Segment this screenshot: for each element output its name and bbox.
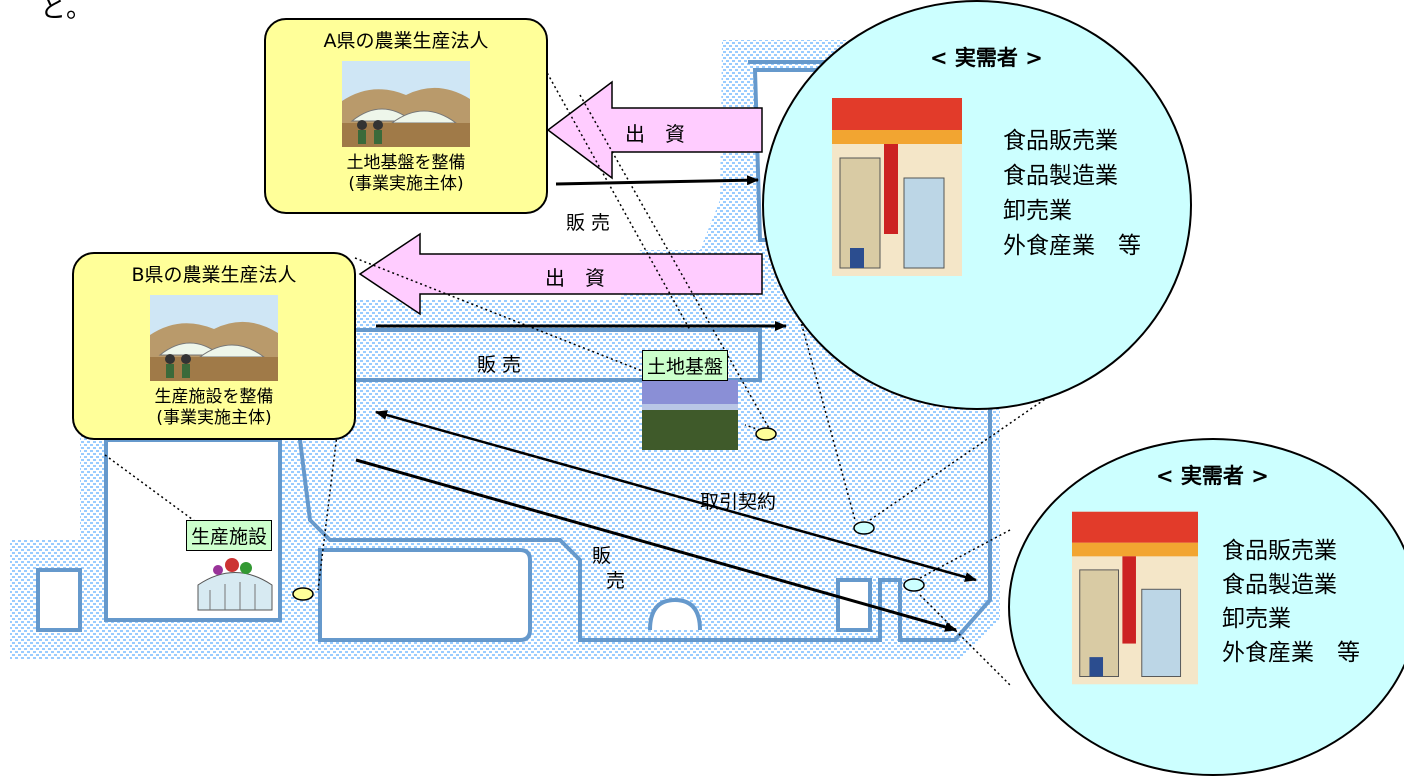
greenhouse-picture bbox=[197, 558, 273, 611]
sales-label-a: 販 売 bbox=[566, 212, 611, 234]
location-marker bbox=[903, 578, 925, 592]
contract-label: 取引契約 bbox=[700, 491, 777, 513]
investment-arrow-a bbox=[546, 80, 763, 180]
farm-illustration bbox=[150, 295, 278, 381]
buyer-top-industry-2: 食品製造業 bbox=[1003, 163, 1118, 189]
buyer-top-title: < 実需者 > bbox=[930, 46, 1043, 70]
location-marker bbox=[853, 521, 875, 535]
buyer-top-industry-3: 卸売業 bbox=[1003, 198, 1072, 224]
sales-label-b: 販 売 bbox=[477, 354, 522, 376]
sales-arrow-c bbox=[355, 458, 957, 632]
sales-label-c-2: 売 bbox=[606, 570, 626, 592]
investment-arrow-b bbox=[358, 232, 763, 316]
investment-label-a: 出 資 bbox=[625, 122, 685, 146]
corp-a-title: A県の農業生産法人 bbox=[323, 30, 489, 52]
contract-arrow bbox=[375, 410, 977, 582]
land-label: 土地基盤 bbox=[642, 350, 729, 381]
buyer-top-industry-4: 外食産業 等 bbox=[1003, 233, 1141, 259]
corp-a-box: A県の農業生産法人 土地基盤を整備 (事業実施主体) bbox=[264, 18, 548, 214]
buyer-bottom-industry-1: 食品販売業 bbox=[1222, 538, 1337, 564]
corp-b-box: B県の農業生産法人 生産施設を整備 (事業実施主体) bbox=[72, 252, 356, 440]
land-photo bbox=[642, 380, 738, 450]
facility-label: 生産施設 bbox=[186, 520, 273, 551]
leader-lines bbox=[104, 59, 1091, 686]
store-illustration bbox=[1072, 511, 1198, 685]
corp-a-note: (事業実施主体) bbox=[348, 174, 464, 194]
investment-label-b: 出 資 bbox=[545, 266, 605, 290]
buyer-bottom-industry-4: 外食産業 等 bbox=[1222, 640, 1360, 666]
buyer-bottom-industry-2: 食品製造業 bbox=[1222, 572, 1337, 598]
corp-a-role: 土地基盤を整備 bbox=[346, 153, 466, 173]
location-marker bbox=[755, 427, 777, 441]
farm-illustration bbox=[342, 61, 470, 147]
buyer-bottom-industry-3: 卸売業 bbox=[1222, 606, 1291, 632]
buyer-top-industry-1: 食品販売業 bbox=[1003, 128, 1118, 154]
sales-label-c-1: 販 bbox=[592, 545, 612, 567]
corp-b-title: B県の農業生産法人 bbox=[131, 264, 297, 286]
buyer-bottom-title: < 実需者 > bbox=[1156, 464, 1269, 488]
corp-b-role: 生産施設を整備 bbox=[154, 387, 274, 407]
corp-b-note: (事業実施主体) bbox=[156, 408, 272, 428]
location-marker bbox=[292, 587, 314, 601]
corner-text: と。 bbox=[40, 0, 93, 24]
sales-arrow-a bbox=[555, 175, 759, 186]
store-illustration bbox=[832, 98, 962, 276]
